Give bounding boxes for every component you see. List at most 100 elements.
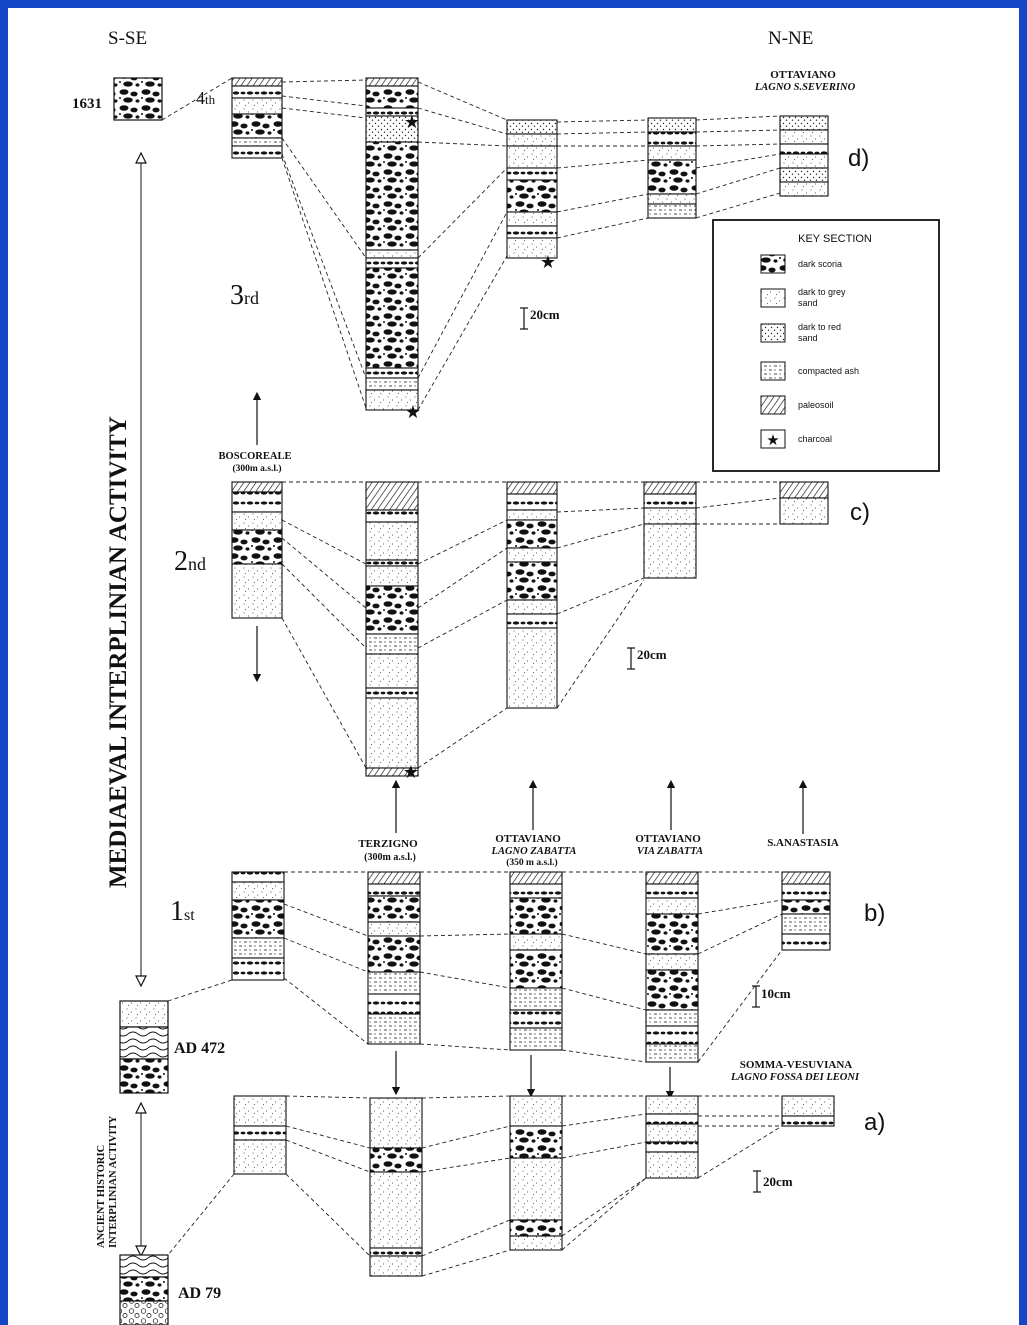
legend-title: KEY SECTION — [798, 233, 872, 245]
correlation-line — [418, 82, 507, 120]
layer — [366, 86, 418, 108]
ancient-activity-label-2: INTERPLINIAN ACTIVITY — [108, 1115, 119, 1248]
layer — [366, 560, 418, 566]
layer — [232, 530, 282, 564]
correlation-line — [557, 578, 644, 614]
layer — [782, 900, 830, 914]
correlation-line — [557, 132, 648, 134]
charcoal-star-icon: ★ — [403, 762, 419, 783]
panel-a-label: a) — [864, 1109, 885, 1136]
column-b5 — [782, 872, 830, 950]
layer — [368, 896, 420, 922]
correlation-line — [284, 938, 368, 972]
layer — [646, 1142, 698, 1152]
layer — [366, 268, 418, 368]
locality-ottaviano-severino: OTTAVIANO LAGNO S.SEVERINO — [754, 65, 856, 93]
correlation-line — [420, 934, 510, 936]
scale-bar-c: 20cm — [627, 647, 667, 669]
layer — [366, 482, 418, 510]
scale-a-label: 20cm — [763, 1174, 793, 1189]
correlation-line — [282, 520, 366, 564]
locality-somma-vesuviana: SOMMA-VESUVIANA LAGNO FOSSA DEI LEONI — [730, 1055, 860, 1083]
correlation-line — [282, 618, 366, 768]
correlation-line — [418, 256, 507, 410]
layer — [232, 98, 282, 114]
date-ad79-label: AD 79 — [178, 1285, 221, 1302]
layer — [507, 120, 557, 134]
correlation-line — [418, 168, 507, 258]
layer — [366, 698, 418, 768]
correlation-line — [422, 1158, 510, 1172]
correlation-line — [562, 988, 646, 1010]
layer — [507, 146, 557, 168]
layer — [510, 950, 562, 988]
layer — [232, 900, 284, 938]
correlation-line — [696, 498, 780, 508]
legend-box: KEY SECTION dark scoria dark to grey san… — [713, 220, 939, 471]
column-d1 — [232, 78, 282, 158]
column-a2 — [370, 1098, 422, 1276]
correlation-line — [698, 914, 782, 954]
layer — [510, 898, 562, 934]
charcoal-star-icon: ★ — [404, 112, 420, 133]
layer — [232, 146, 282, 158]
correlation-line — [557, 120, 648, 122]
panel-b-label: b) — [864, 900, 885, 927]
layer — [780, 154, 828, 168]
layer — [510, 1010, 562, 1028]
column-a5 — [782, 1096, 834, 1126]
layer — [780, 482, 828, 498]
layer — [234, 1126, 286, 1140]
correlation-line — [422, 1250, 510, 1276]
phase-2nd-label: 2nd — [174, 546, 206, 577]
column-c2 — [366, 482, 418, 776]
date-ad472-label: AD 472 — [174, 1040, 225, 1057]
layer — [507, 180, 557, 212]
column-d5 — [780, 116, 828, 196]
column-d4 — [648, 118, 696, 218]
layer — [370, 1256, 422, 1276]
mediaeval-activity-label: MEDIAEVAL INTERPLINIAN ACTIVITY — [105, 416, 132, 888]
correlation-line — [418, 108, 507, 134]
correlation-line — [168, 1174, 234, 1255]
layer — [232, 492, 282, 512]
layer — [366, 634, 418, 654]
correlation-line — [422, 1096, 510, 1098]
charcoal-star-icon: ★ — [540, 252, 556, 273]
correlation-line — [282, 154, 366, 378]
layer — [370, 1098, 422, 1148]
layer — [507, 600, 557, 614]
correlation-line — [698, 1126, 782, 1178]
correlation-line — [286, 1126, 370, 1148]
layer — [507, 520, 557, 548]
layer — [646, 1152, 698, 1178]
charcoal-star-icon: ★ — [766, 432, 779, 449]
legend-label-line2: sand — [798, 333, 818, 343]
layer — [507, 168, 557, 180]
correlation-line — [282, 108, 366, 118]
correlation-line — [557, 194, 648, 212]
layer — [370, 1172, 422, 1248]
correlation-line — [698, 900, 782, 914]
layer — [234, 1140, 286, 1174]
correlation-line — [286, 1174, 370, 1256]
layer — [232, 872, 284, 882]
correlation-line — [284, 904, 368, 936]
layer — [368, 994, 420, 1014]
layer — [507, 562, 557, 600]
layer — [648, 118, 696, 132]
legend-label: dark scoria — [798, 259, 842, 269]
layer — [780, 144, 828, 154]
phase-3rd-label: 3rd — [230, 280, 259, 311]
correlation-line — [282, 538, 366, 608]
stratigraphic-correlation-diagram: S-SE N-NE MEDIAEVAL INTERPLINIAN ACTIVIT… — [8, 8, 1019, 1325]
correlation-line — [418, 212, 507, 378]
layer — [366, 566, 418, 586]
layer — [648, 160, 696, 194]
correlation-line — [420, 972, 510, 988]
correlation-line — [696, 144, 780, 146]
layer — [366, 368, 418, 378]
layer — [780, 182, 828, 196]
layer — [366, 258, 418, 268]
layer — [366, 586, 418, 634]
